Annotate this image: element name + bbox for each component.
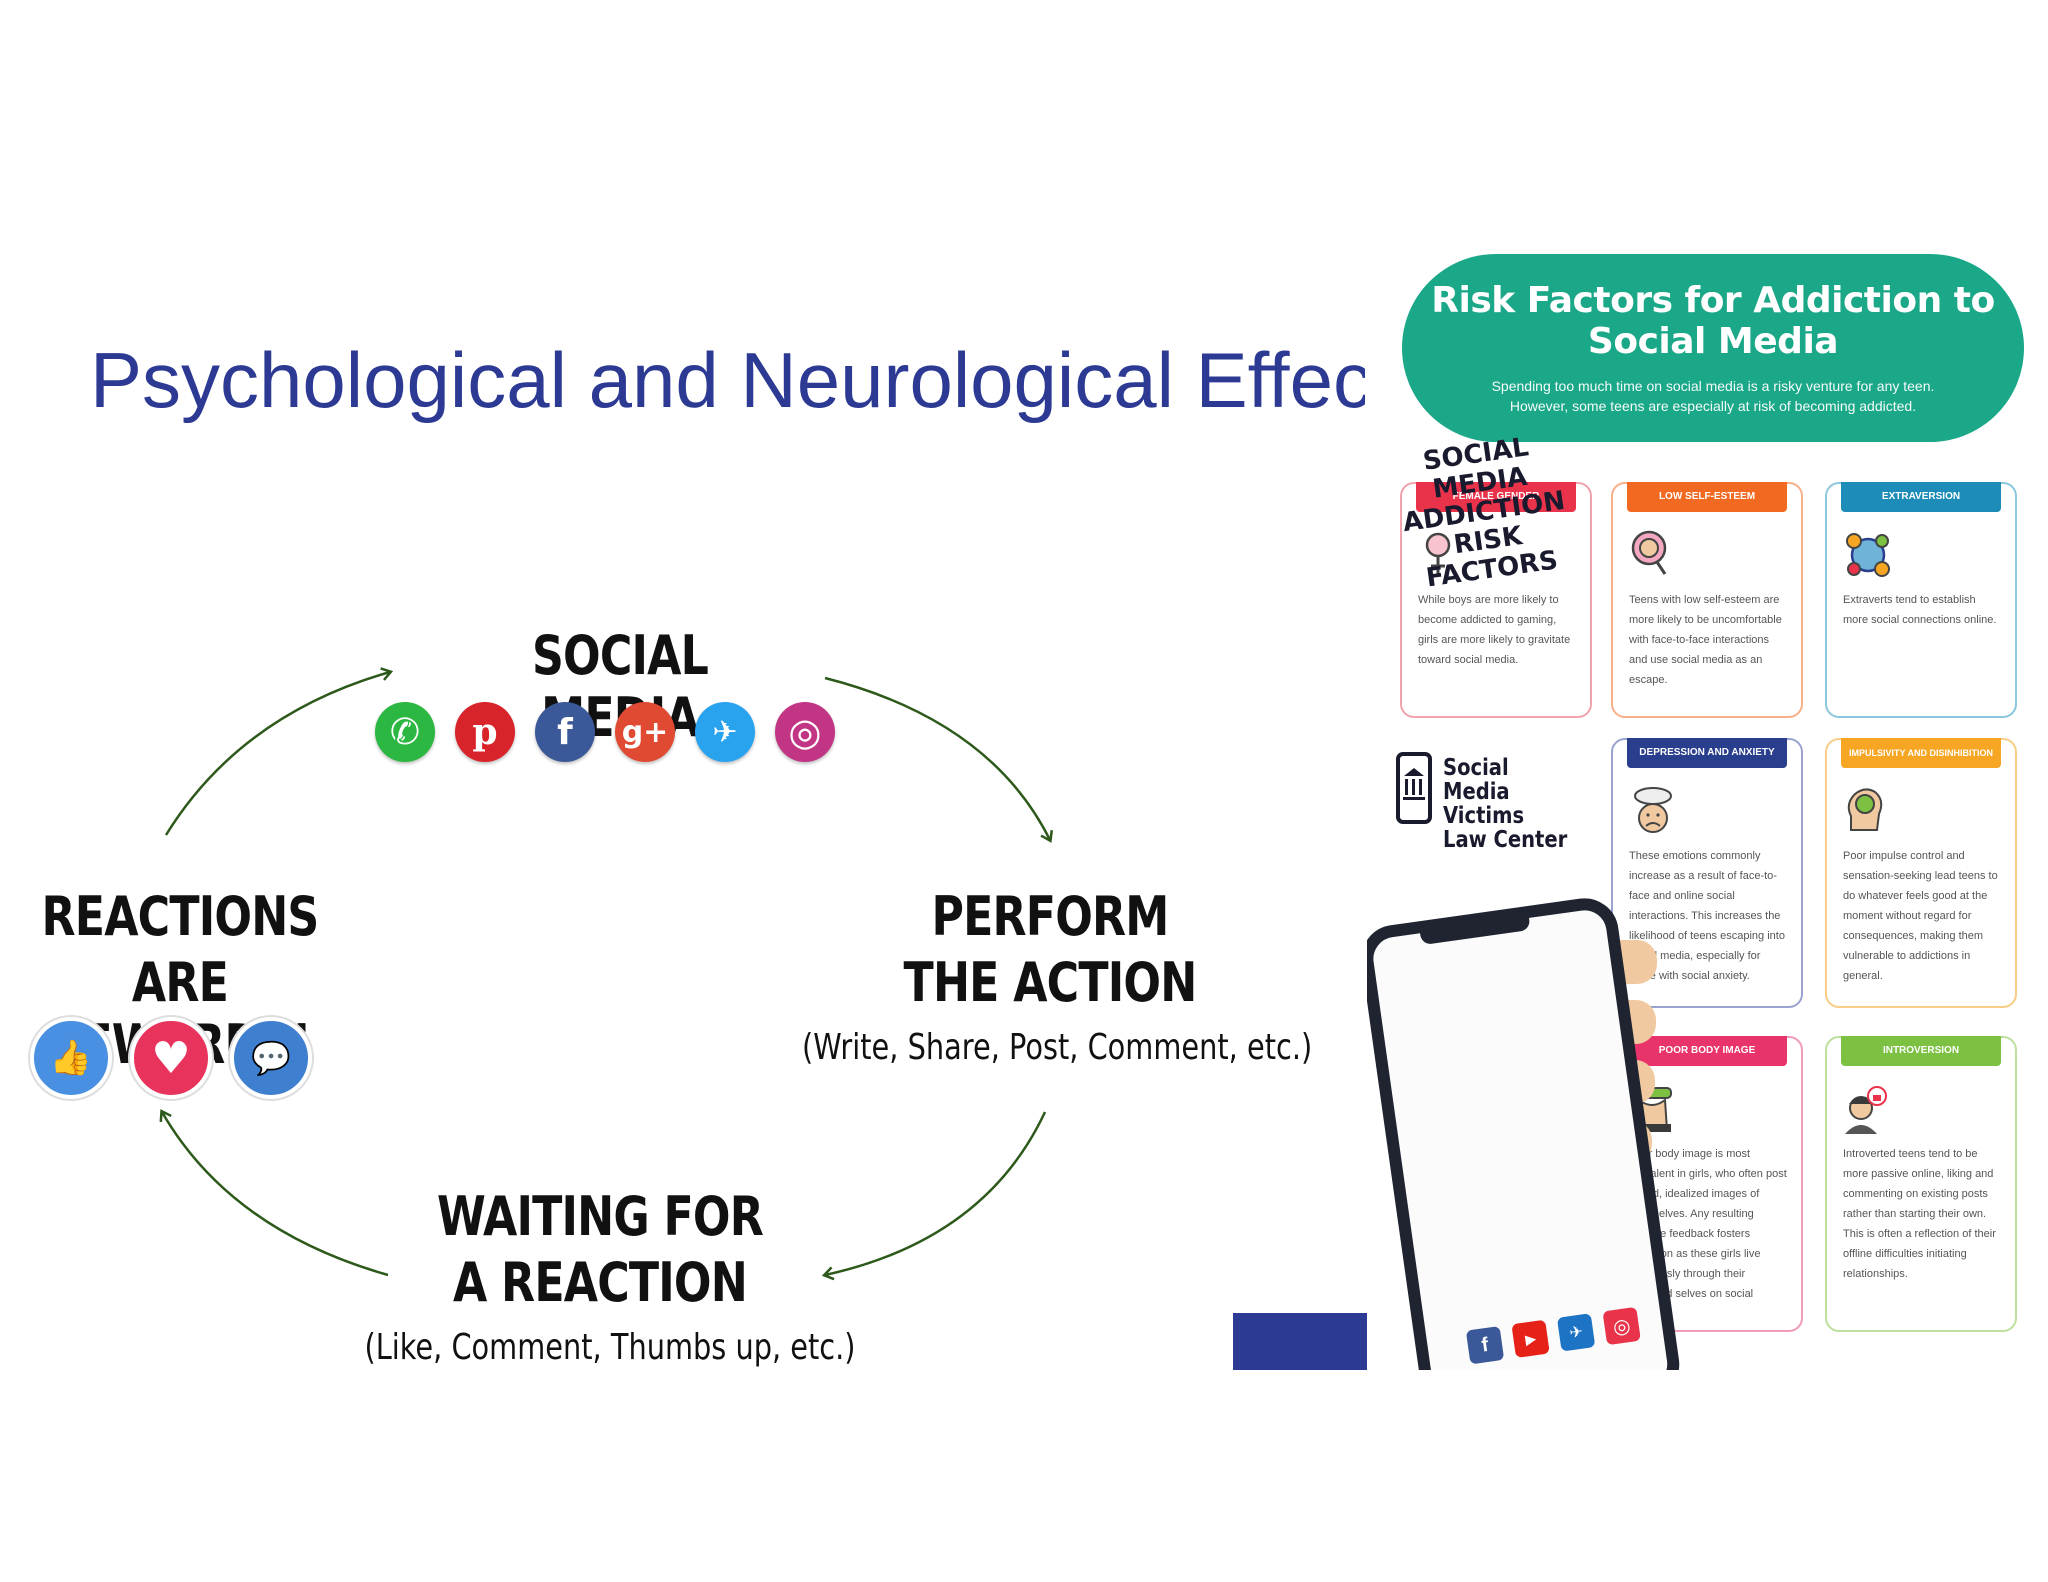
youtube-icon: ▶ [1511,1319,1550,1359]
node-perform-line2: THE ACTION [903,951,1198,1014]
arrow-social-to-perform [824,676,1050,840]
facebook-icon: f [1465,1326,1505,1365]
person-lock-icon [1843,1084,2015,1134]
venus-icon [1418,530,1590,576]
card-text: Poor impulse control and sensation-seeki… [1843,850,1998,982]
card-impulsivity: IMPULSIVITY AND DISINHIBITION Poor impul… [1825,738,2017,1008]
infographic-subtitle-1: Spending too much time on social media i… [1491,378,1935,394]
card-text: Teens with low self-esteem are more like… [1629,594,1782,686]
comment-icon: 💬 [230,1017,312,1099]
phone-notch [1419,915,1531,946]
thumbs-up-icon: 👍 [30,1017,112,1099]
slide-accent-bar [1233,1313,1367,1370]
card-text: While boys are more likely to become add… [1418,594,1571,666]
card-text: Introverted teens tend to be more passiv… [1843,1148,1996,1280]
node-waiting-line2: A REACTION [453,1251,748,1314]
logo-line3: Law Center [1443,827,1568,853]
phone-building-icon [1396,752,1432,824]
card-label: DEPRESSION AND ANXIETY [1627,738,1787,768]
card-label: INTROVERSION [1841,1036,2001,1066]
card-label: LOW SELF-ESTEEM [1627,482,1787,512]
phone-social-row: f ▶ ✈ ◎ [1465,1306,1641,1365]
brain-head-icon [1843,786,2015,832]
node-waiting-line1: WAITING FOR [436,1185,764,1248]
card-label: POOR BODY IMAGE [1627,1036,1787,1066]
slide-title: Psychological and Neurological Effec [90,336,1365,424]
face-mirror-icon [1629,530,1801,576]
infographic-subtitle-2: However, some teens are especially at ri… [1509,398,1917,414]
card-low-self-esteem: LOW SELF-ESTEEM Teens with low self-este… [1611,482,1803,718]
arrow-reactions-to-social [164,672,390,836]
heart-icon: ♥ [130,1017,212,1099]
body-scale-icon [1629,1084,1801,1132]
infographic-title: Risk Factors for Addiction to Social Med… [1431,280,1995,362]
card-label: FEMALE GENDER [1416,482,1576,512]
logo-line2: Victims [1443,803,1525,829]
card-female-gender: FEMALE GENDER While boys are more likely… [1400,482,1592,718]
card-text: These emotions commonly increase as a re… [1629,850,1785,982]
card-label: EXTRAVERSION [1841,482,2001,512]
instagram-icon: ◎ [775,702,835,762]
arrow-perform-to-waiting [825,1111,1047,1275]
reaction-icon-row: 👍 ♥ 💬 [30,1017,312,1099]
risk-factors-infographic: Risk Factors for Addiction to Social Med… [1367,240,2048,1370]
cycle-arrows [0,0,1240,1400]
instagram-icon: ◎ [1602,1306,1641,1346]
whatsapp-icon: ✆ [375,702,435,762]
sad-face-icon [1629,786,1801,833]
node-perform-line1: PERFORM [931,885,1169,948]
twitter-icon: ✈ [1556,1313,1596,1352]
node-reactions-line1: REACTIONS [41,885,319,948]
twitter-icon: ✈ [695,702,755,762]
law-center-logo: Social Media Victims Law Center [1395,752,1595,852]
logo-line1: Social Media [1443,755,1510,805]
people-network-icon [1843,530,2015,577]
card-introversion: INTROVERSION Introverted teens tend to b… [1825,1036,2017,1332]
infographic-header: Risk Factors for Addiction to Social Med… [1402,254,2024,442]
card-label: IMPULSIVITY AND DISINHIBITION [1841,738,2001,768]
arrow-waiting-to-reactions [162,1112,389,1277]
node-waiting-sub: (Like, Comment, Thumbs up, etc.) [364,1327,856,1368]
node-perform-sub: (Write, Share, Post, Comment, etc.) [802,1027,1313,1068]
social-icon-row: ✆ p f g+ ✈ ◎ [375,702,835,762]
card-text: Extraverts tend to establish more social… [1843,594,1997,626]
phone-title: SOCIAL MEDIA ADDICTION RISK FACTORS [1400,432,1567,594]
pinterest-icon: p [455,702,515,762]
facebook-icon: f [535,702,595,762]
card-extraversion: EXTRAVERSION Extraverts tend to establis… [1825,482,2017,718]
google-plus-icon: g+ [615,702,675,762]
